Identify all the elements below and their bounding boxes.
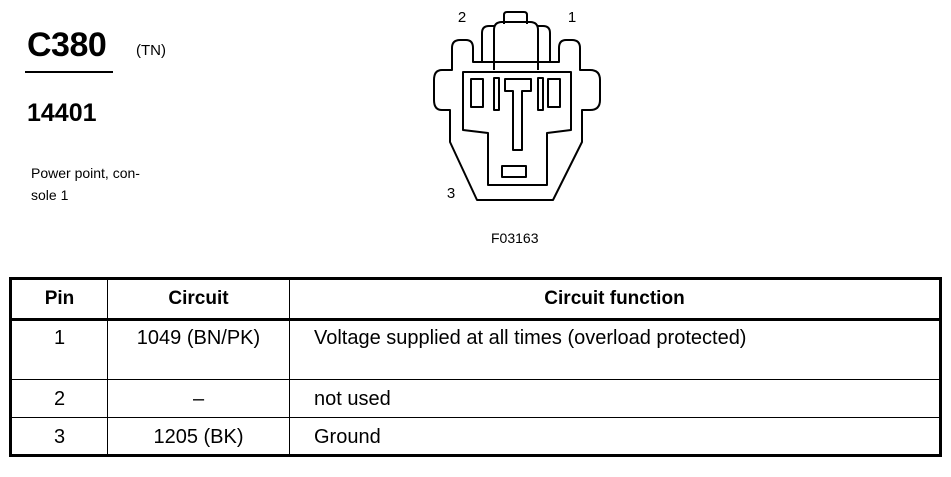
table-row: 2 – not used	[10, 379, 941, 418]
terminal-slot-mid-right	[537, 77, 544, 111]
terminal-slot-right	[547, 78, 561, 108]
housing-face	[462, 71, 572, 186]
terminal-slot-mid-left	[493, 77, 500, 111]
pin-label-1: 1	[568, 9, 576, 26]
connector-tag: (TN)	[136, 42, 166, 59]
latch-tab	[503, 11, 528, 24]
description-line-2: sole 1	[31, 187, 69, 203]
connector-code: C380	[27, 26, 107, 64]
cell-pin: 1	[10, 319, 108, 380]
connector-code-underline	[25, 71, 113, 73]
figure-id: F03163	[491, 230, 539, 246]
housing-shoulder-right	[538, 25, 551, 62]
terminal-slot-bottom	[501, 165, 527, 178]
pin-label-2: 2	[458, 9, 466, 26]
description-line-1: Power point, con-	[31, 165, 140, 181]
latch-body	[493, 21, 539, 70]
pin-label-3: 3	[447, 185, 455, 202]
terminal-slot-t	[504, 78, 532, 151]
table-header-row: Pin Circuit Circuit function	[10, 278, 941, 321]
pinout-table: Pin Circuit Circuit function 1 1049 (BN/…	[9, 277, 942, 457]
table-row: 3 1205 (BK) Ground	[10, 417, 941, 456]
header-pin: Pin	[10, 278, 108, 321]
housing-shoulder-left	[481, 25, 494, 62]
table-row: 1 1049 (BN/PK) Voltage supplied at all t…	[10, 319, 941, 380]
cell-circuit: –	[107, 379, 290, 418]
connector-face-diagram: 2 1 3	[433, 9, 601, 202]
part-number: 14401	[27, 99, 97, 127]
header-circuit-function: Circuit function	[289, 278, 941, 321]
cell-circuit: 1205 (BK)	[107, 417, 290, 456]
terminal-slot-left	[470, 78, 484, 108]
connector-description: Power point, con- sole 1	[31, 162, 201, 206]
cell-pin: 3	[10, 417, 108, 456]
cell-function: Ground	[289, 417, 941, 456]
cell-function: not used	[289, 379, 941, 418]
cell-function: Voltage supplied at all times (overload …	[289, 319, 941, 380]
housing-shell	[433, 39, 601, 201]
cell-circuit: 1049 (BN/PK)	[107, 319, 290, 380]
header-circuit: Circuit	[107, 278, 290, 321]
cell-pin: 2	[10, 379, 108, 418]
